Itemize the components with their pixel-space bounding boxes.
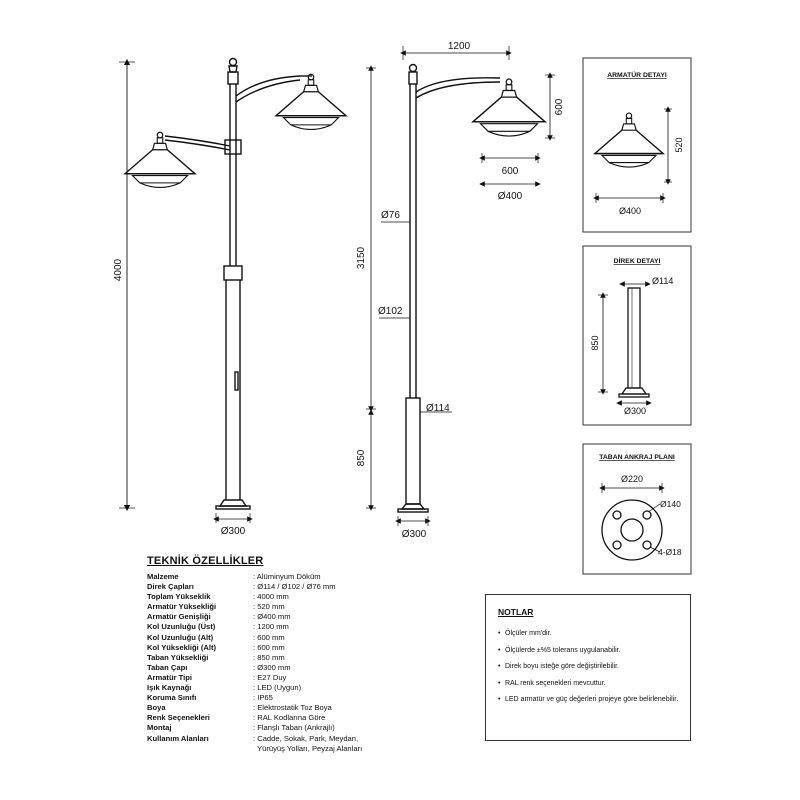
spec-key: Direk Çapları bbox=[147, 582, 194, 592]
note-item: Ölçüler mm'dir. bbox=[498, 629, 690, 638]
spec-key: Armatür Tipi bbox=[147, 672, 193, 682]
spec-row: Renk Seçenekleri : RAL Kodlarına Göre bbox=[147, 713, 362, 723]
spec-value: : 600 mm bbox=[253, 632, 285, 642]
single-arm-pole-drawing bbox=[366, 46, 555, 526]
spec-key: Armatür Genişliği bbox=[147, 612, 211, 622]
spec-key: Boya bbox=[147, 703, 166, 713]
spec-key bbox=[147, 744, 253, 754]
spec-value: : Flanşlı Taban (Ankrajlı) bbox=[253, 723, 335, 733]
spec-key: Montaj bbox=[147, 723, 172, 733]
base-plate-left-label: Ø300 bbox=[221, 526, 246, 537]
spec-key: Malzeme bbox=[147, 572, 179, 581]
spec-key: Kol Uzunluğu (Alt) bbox=[147, 632, 214, 642]
note-item: RAL renk seçenekleri mevcuttur. bbox=[498, 679, 690, 688]
armature-panel-title: ARMATÜR DETAYI bbox=[607, 70, 667, 79]
anchor-bolt-circle-label: Ø220 bbox=[621, 474, 643, 484]
spec-row: Kullanım Alanları : Cadde, Sokak, Park, M… bbox=[147, 734, 362, 744]
spec-key: Renk Seçenekleri bbox=[147, 713, 210, 723]
note-item: Direk boyu isteğe göre değiştirilebilir. bbox=[498, 662, 690, 671]
spec-value: : 1200 mm bbox=[253, 622, 289, 632]
spec-row: Toplam Yükseklik : 4000 mm bbox=[147, 592, 362, 602]
spec-row: Boya : Elektrostatik Toz Boya bbox=[147, 703, 362, 713]
spec-key: Taban Çapı bbox=[147, 662, 188, 672]
pole-panel-title: DİREK DETAYI bbox=[614, 257, 661, 265]
spec-row: Taban Yüksekliği : 850 mm bbox=[147, 653, 362, 663]
spec-value: : Cadde, Sokak, Park, Meydan, bbox=[253, 733, 359, 743]
note-item: LED armatür ve güç değerleri projeye gör… bbox=[498, 695, 690, 704]
armature-height-label: 520 bbox=[674, 137, 684, 152]
spec-row: Yürüyüş Yolları, Peyzaj Alanları bbox=[147, 744, 362, 754]
spec-key: Işık Kaynağı bbox=[147, 683, 192, 693]
overall-height-label: 4000 bbox=[113, 258, 124, 281]
spec-row: Armatür Genişliği : Ø400 mm bbox=[147, 612, 362, 622]
pole-base-label: Ø300 bbox=[624, 406, 646, 416]
armature-diameter-label: Ø400 bbox=[619, 206, 641, 216]
shade-diameter-label: Ø400 bbox=[498, 191, 523, 202]
spec-key: Kullanım Alanları bbox=[147, 733, 209, 743]
spec-value: : RAL Kodlarına Göre bbox=[253, 713, 326, 723]
spec-row: Kol Yüksekliği (Alt) : 600 mm bbox=[147, 643, 362, 653]
base-tube-label: Ø114 bbox=[426, 403, 450, 414]
spec-value: : 850 mm bbox=[253, 652, 285, 662]
specs-title: TEKNİK ÖZELLİKLER bbox=[147, 555, 264, 567]
spec-value: : Elektrostatik Toz Boya bbox=[253, 703, 332, 713]
arm-height-label: 600 bbox=[554, 98, 565, 115]
pole-detail-panel bbox=[582, 245, 692, 426]
spec-value: : E27 Duy bbox=[253, 672, 287, 682]
pole-height-label: 850 bbox=[590, 335, 600, 350]
spec-row: Taban Çapı : Ø300 mm bbox=[147, 663, 362, 673]
armature-detail-panel bbox=[582, 57, 692, 233]
spec-value: : IP65 bbox=[253, 693, 273, 703]
double-arm-pole-drawing bbox=[119, 57, 312, 523]
spec-value: : LED (Uygun) bbox=[253, 683, 302, 693]
upper-height-label: 3150 bbox=[356, 246, 367, 269]
spec-value: : 4000 mm bbox=[253, 592, 289, 602]
spec-value: : Alüminyum Döküm bbox=[253, 572, 321, 581]
notes-title: NOTLAR bbox=[498, 607, 534, 617]
spec-value: : Ø114 / Ø102 / Ø76 mm bbox=[253, 582, 336, 592]
spec-row: Kol Uzunluğu (Üst) : 1200 mm bbox=[147, 622, 362, 632]
lower-height-label: 850 bbox=[356, 449, 367, 466]
anchor-holes-label: 4-Ø18 bbox=[658, 547, 682, 557]
spec-key: Kol Yüksekliği (Alt) bbox=[147, 642, 217, 652]
spec-value: : Ø300 mm bbox=[253, 662, 291, 672]
spec-row: Kol Uzunluğu (Alt) : 600 mm bbox=[147, 633, 362, 643]
spec-value: : Ø400 mm bbox=[253, 612, 291, 622]
spec-row: Işık Kaynağı : LED (Uygun) bbox=[147, 683, 362, 693]
top-tube-label: Ø76 bbox=[381, 210, 400, 221]
spec-key: Armatür Yüksekliği bbox=[147, 602, 217, 612]
spec-row: Koruma Sınıfı : IP65 bbox=[147, 693, 362, 703]
arm-length-label: 1200 bbox=[448, 41, 471, 52]
spec-value: : 600 mm bbox=[253, 642, 285, 652]
spec-row: Malzeme : Alüminyum Döküm bbox=[147, 572, 362, 582]
pole-tube-label: Ø114 bbox=[652, 276, 673, 286]
notes-list: Ölçüler mm'dir. Ölçülerde ±%5 tolerans uy… bbox=[498, 629, 690, 712]
spec-row: Montaj : Flanşlı Taban (Ankrajlı) bbox=[147, 723, 362, 733]
anchor-panel-title: TABAN ANKRAJ PLANI bbox=[599, 454, 675, 461]
anchor-plate-label: Ø140 bbox=[660, 499, 681, 509]
note-item: Ölçülerde ±%5 tolerans uygulanabilir. bbox=[498, 646, 690, 655]
mid-tube-label: Ø102 bbox=[378, 306, 403, 317]
spec-key: Koruma Sınıfı bbox=[147, 693, 197, 703]
spec-key: Kol Uzunluğu (Üst) bbox=[147, 622, 216, 632]
spec-value: Yürüyüş Yolları, Peyzaj Alanları bbox=[253, 743, 363, 753]
spec-row: Armatür Tipi : E27 Duy bbox=[147, 673, 362, 683]
spec-key: Toplam Yükseklik bbox=[147, 592, 211, 602]
spec-key: Taban Yüksekliği bbox=[147, 652, 209, 662]
spec-row: Armatür Yüksekliği : 520 mm bbox=[147, 602, 362, 612]
arm-width-label: 600 bbox=[502, 166, 519, 177]
spec-row: Direk Çapları : Ø114 / Ø102 / Ø76 mm bbox=[147, 582, 362, 592]
notes-box: NOTLAR Ölçüler mm'dir. Ölçülerde ±%5 tole… bbox=[485, 594, 691, 741]
anchor-plan-panel bbox=[582, 443, 692, 575]
spec-value: : 520 mm bbox=[253, 602, 285, 612]
base-plate-right-label: Ø300 bbox=[402, 529, 427, 540]
